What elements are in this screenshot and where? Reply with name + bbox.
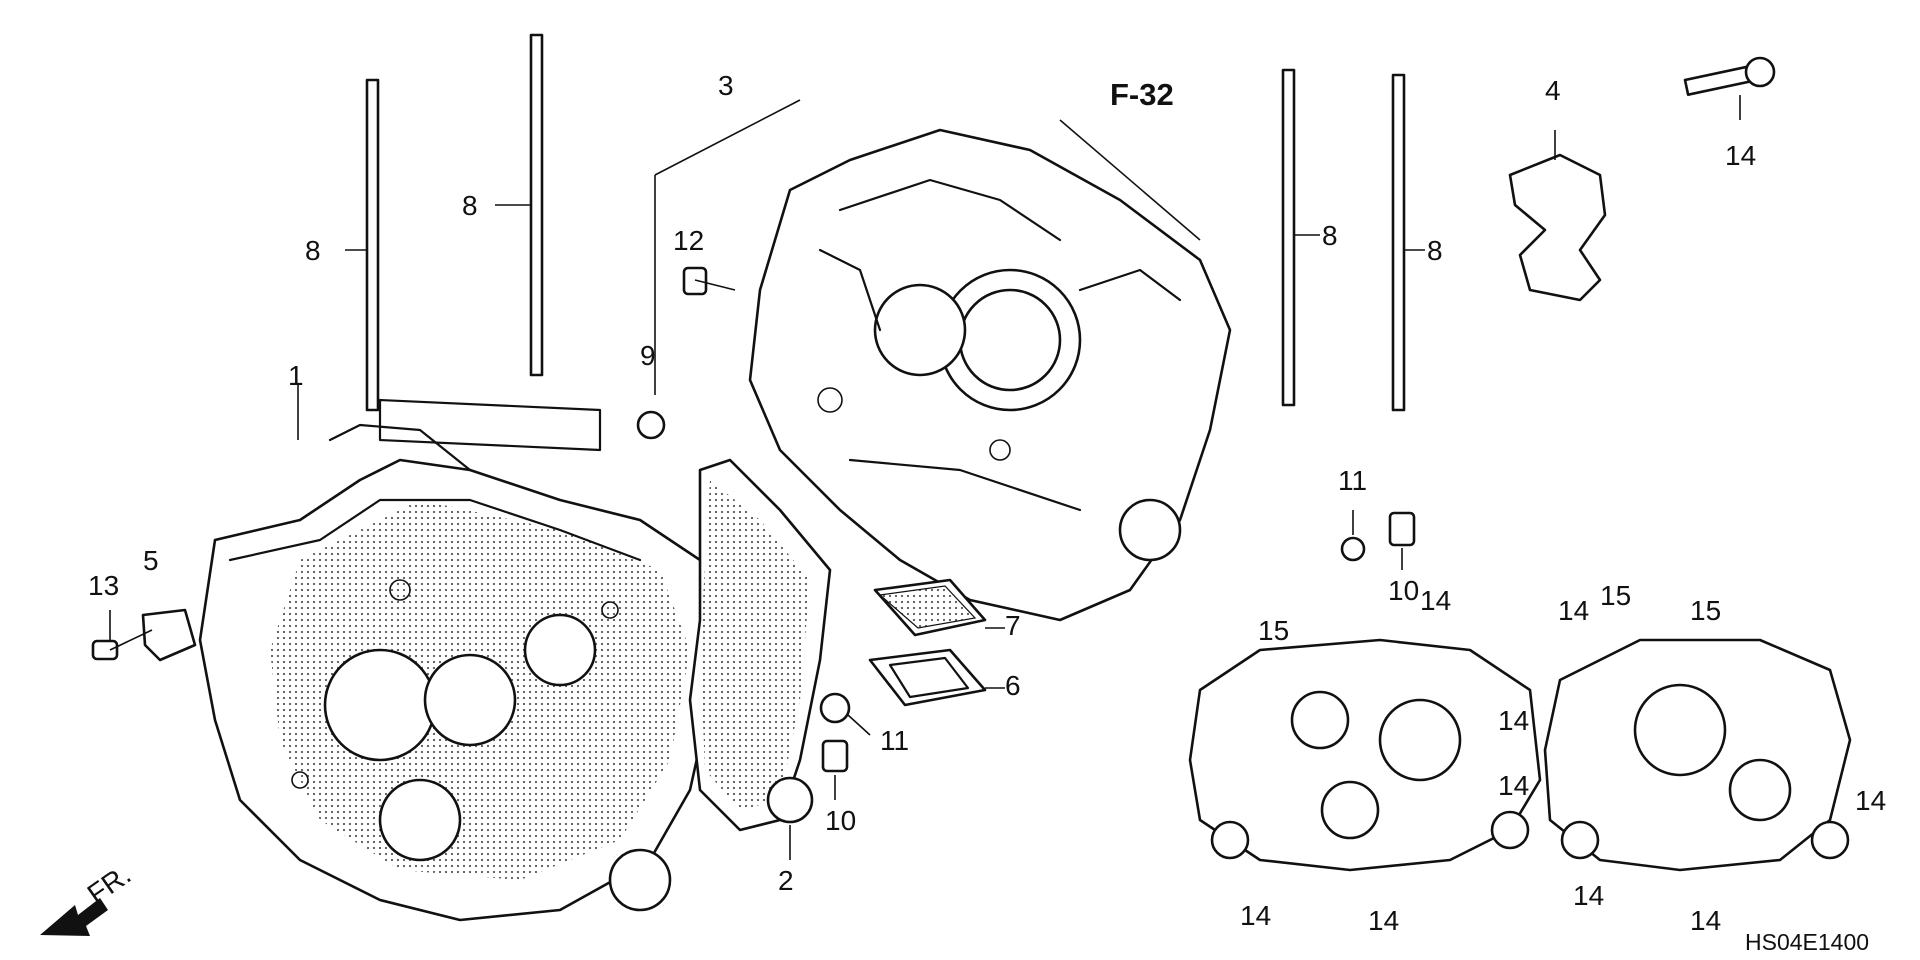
callout-8-c: 8 (1322, 220, 1338, 251)
gasket-sealant-views (1188, 638, 1852, 872)
drawing-code: HS04E1400 (1745, 929, 1869, 955)
callout-8-d: 8 (1427, 235, 1443, 266)
callout-4: 4 (1545, 75, 1561, 106)
small-parts (91, 266, 1416, 773)
callout-14-j: 14 (1420, 585, 1451, 616)
callout-13: 13 (88, 570, 119, 601)
gasket-2 (688, 458, 832, 832)
callout-5: 5 (143, 545, 159, 576)
callout-9: 9 (640, 340, 656, 371)
callout-14-i: 14 (1690, 905, 1721, 936)
callout-3: 3 (718, 70, 734, 101)
leader-lines (109, 95, 1741, 860)
callout-14-e: 14 (1498, 705, 1529, 736)
callout-14-b: 14 (1240, 900, 1271, 931)
callout-7: 7 (1005, 610, 1021, 641)
front-direction-arrow (40, 898, 108, 936)
callout-1: 1 (288, 360, 304, 391)
callout-14-a: 14 (1725, 140, 1756, 171)
part-labels: 1 2 3 4 5 6 7 8 8 8 8 9 10 10 11 11 12 1… (88, 70, 1886, 936)
callout-2: 2 (778, 865, 794, 896)
bracket-4 (1508, 153, 1607, 302)
bolt-14-top (1683, 56, 1776, 96)
stud-bolts (365, 33, 1406, 412)
front-direction-label: FR. (82, 859, 137, 910)
callout-14-h: 14 (1573, 880, 1604, 911)
callout-8-b: 8 (462, 190, 478, 221)
callout-10-a: 10 (825, 805, 856, 836)
callout-12: 12 (673, 225, 704, 256)
callout-15-b: 15 (1600, 580, 1631, 611)
callout-15-a: 15 (1258, 615, 1289, 646)
oil-screens (868, 578, 987, 707)
right-crankcase (748, 128, 1232, 622)
callout-11-b: 11 (1338, 465, 1367, 496)
callout-6: 6 (1005, 670, 1021, 701)
callout-14-f: 14 (1498, 770, 1529, 801)
callout-14-d: 14 (1558, 595, 1589, 626)
callout-11-a: 11 (880, 725, 909, 756)
left-crankcase (198, 398, 722, 922)
callout-14-c: 14 (1368, 905, 1399, 936)
callout-8-a: 8 (305, 235, 321, 266)
reference-f-32: F-32 (1110, 77, 1174, 112)
callout-15-c: 15 (1690, 595, 1721, 626)
callout-10-b: 10 (1388, 575, 1419, 606)
callout-14-g: 14 (1855, 785, 1886, 816)
